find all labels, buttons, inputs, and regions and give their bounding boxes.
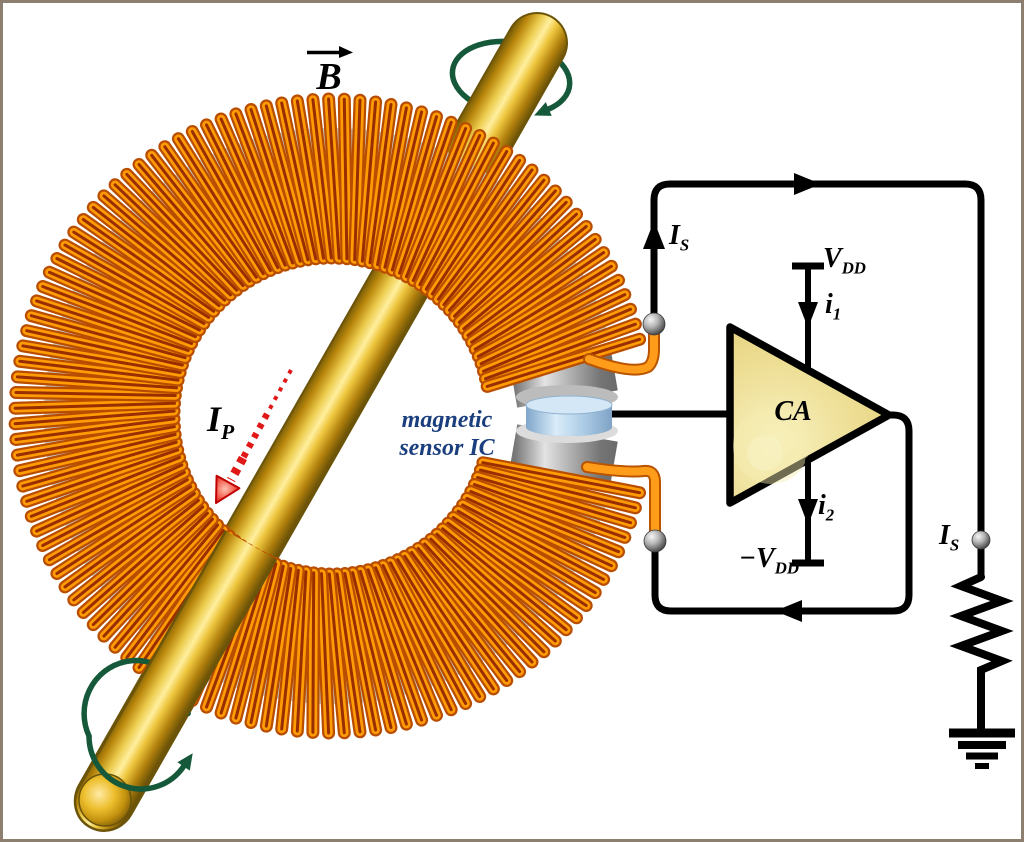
current-i1-label: i1 xyxy=(825,289,842,324)
amp-highlight-inner xyxy=(747,435,783,471)
resistor xyxy=(949,573,1014,734)
terminal-ball-right xyxy=(971,530,991,550)
sensor-label-line2: sensor IC xyxy=(399,435,495,461)
b-field-text: B xyxy=(316,56,342,98)
rod-front xyxy=(73,529,278,832)
sensor-ic-top xyxy=(525,395,613,415)
b-field-label: B xyxy=(302,45,356,96)
positive-supply-label: VDD xyxy=(823,243,866,278)
vector-arrow-icon xyxy=(307,46,353,58)
compensation-circuit xyxy=(608,173,1015,769)
coil-leads xyxy=(581,312,991,553)
amplifier-label: CA xyxy=(774,396,812,427)
primary-current-arrow xyxy=(215,369,293,504)
magnetic-sensor-label: magnetic sensor IC xyxy=(369,406,525,462)
primary-current-label: IP xyxy=(207,399,235,445)
terminal-ball-bottom xyxy=(643,529,667,553)
sensor-label-line1: magnetic xyxy=(401,407,493,433)
i2-arrowhead xyxy=(798,499,818,525)
rotation-arrow-bottom-front xyxy=(86,733,193,792)
current-i2-label: i2 xyxy=(818,490,835,525)
terminal-ball-top xyxy=(642,312,666,336)
ground-symbol xyxy=(949,728,1015,769)
i1-arrowhead xyxy=(798,302,818,328)
primary-conductor-rod-front xyxy=(73,529,278,832)
secondary-current-label-top: IS xyxy=(669,220,690,255)
ip-arrowhead xyxy=(215,474,241,504)
secondary-current-label-right: IS xyxy=(939,520,960,555)
bottom-feedback-wire xyxy=(651,411,913,615)
rod-end-face xyxy=(78,773,132,827)
left-arrowhead xyxy=(775,600,802,622)
is-up-arrowhead xyxy=(643,221,665,249)
right-arrowhead xyxy=(794,173,821,195)
current-sensor-diagram xyxy=(8,12,1015,832)
negative-supply-label: −VDD xyxy=(739,543,799,578)
